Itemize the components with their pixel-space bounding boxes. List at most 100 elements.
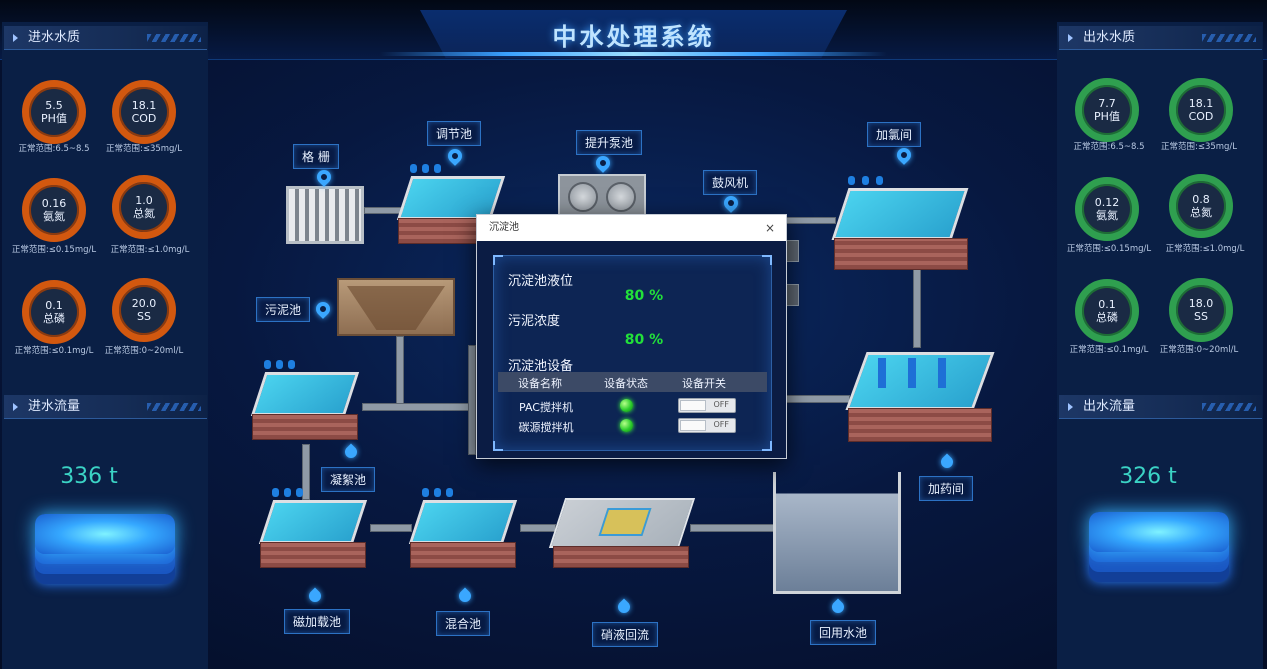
- column-header: 设备状态: [604, 377, 648, 390]
- section-title-text: 进水水质: [28, 30, 81, 45]
- gauge-note: 正常范围:≤1.0mg/L: [1165, 244, 1245, 254]
- gauge-label: SS: [137, 310, 151, 323]
- title-plate: [420, 10, 847, 58]
- pipe: [468, 345, 476, 455]
- pipe: [362, 403, 478, 411]
- water-drop-icon: [306, 587, 324, 605]
- section-title-text: 出水流量: [1083, 399, 1136, 414]
- gauge-value: 18.0: [1188, 297, 1214, 310]
- location-pin-icon: [894, 145, 914, 165]
- sludge-tank[interactable]: [337, 278, 455, 336]
- water-drop-icon: [342, 443, 360, 461]
- pipe: [786, 395, 850, 403]
- equipment-name: 碳源搅拌机: [518, 421, 574, 434]
- gauge-outlet-cod: 18.1 COD: [1169, 78, 1233, 142]
- gauge-value: 1.0: [135, 194, 153, 207]
- gauge-inlet-ammonia: 0.16 氨氮: [22, 178, 86, 242]
- corner-decoration: [493, 255, 503, 265]
- gauge-outlet-total-nitrogen: 0.8 总氮: [1169, 174, 1233, 238]
- close-icon[interactable]: ×: [764, 221, 776, 235]
- gauge-label: PH值: [1094, 110, 1120, 123]
- flocculation-tank[interactable]: [250, 360, 360, 444]
- label-lift-pump[interactable]: 提升泵池: [576, 130, 643, 155]
- stripe-decoration: [1202, 403, 1256, 411]
- label-blower[interactable]: 鼓风机: [703, 170, 758, 195]
- sludge-concentration-label: 污泥浓度: [508, 314, 561, 329]
- dialog-body: 沉淀池液位 80 % 污泥浓度 80 % 沉淀池设备 设备名称 设备状态 设备开…: [493, 255, 772, 451]
- table-row: PAC搅拌机 OFF: [498, 396, 767, 416]
- pipe: [780, 217, 836, 224]
- label-nitrate-reflux[interactable]: 硝液回流: [592, 622, 659, 647]
- outlet-quality-title: 出水水质: [1059, 26, 1262, 50]
- triangle-icon: [13, 34, 18, 42]
- label-mixing-tank[interactable]: 混合池: [436, 611, 491, 636]
- label-grille[interactable]: 格 栅: [293, 144, 339, 169]
- gauge-inlet-total-nitrogen: 1.0 总氮: [112, 175, 176, 239]
- water-drop-icon: [829, 598, 847, 616]
- chlorination-tank[interactable]: [831, 176, 970, 272]
- left-panel: 进水水质 5.5 PH值 正常范围:6.5~8.5 18.1 COD 正常范围:…: [2, 22, 208, 669]
- location-pin-icon: [721, 193, 741, 213]
- gauge-outlet-ph: 7.7 PH值: [1075, 78, 1139, 142]
- label-regulating-tank[interactable]: 调节池: [427, 121, 482, 146]
- pipe: [396, 336, 404, 404]
- gauge-label: COD: [1188, 110, 1214, 123]
- status-led-icon: [620, 399, 633, 412]
- gauge-outlet-ammonia: 0.12 氨氮: [1075, 177, 1139, 241]
- gauge-value: 0.8: [1192, 193, 1210, 206]
- gauge-label: 总磷: [43, 312, 65, 325]
- corner-decoration: [493, 441, 503, 451]
- gauge-note: 正常范围:≤0.15mg/L: [1066, 244, 1152, 254]
- page-title: 中水处理系统: [552, 23, 715, 51]
- gauge-value: 0.1: [45, 299, 63, 312]
- gauge-value: 0.16: [41, 197, 67, 210]
- gauge-value: 18.1: [131, 99, 157, 112]
- gauge-note: 正常范围:6.5~8.5: [18, 144, 90, 154]
- inlet-quality-title: 进水水质: [4, 26, 207, 50]
- pipe: [520, 524, 556, 532]
- gauge-note: 正常范围:≤0.15mg/L: [11, 245, 97, 255]
- gauge-note: 正常范围:≤0.1mg/L: [1069, 345, 1149, 355]
- right-panel: 出水水质 7.7 PH值 正常范围:6.5~8.5 18.1 COD 正常范围:…: [1057, 22, 1263, 669]
- equipment-toggle[interactable]: OFF: [678, 398, 736, 413]
- label-dosing-room[interactable]: 加药间: [919, 476, 974, 501]
- gauge-label: COD: [131, 112, 157, 125]
- column-header: 设备名称: [518, 377, 562, 390]
- label-chlorination[interactable]: 加氯间: [867, 122, 922, 147]
- triangle-icon: [13, 403, 18, 411]
- gauge-note: 正常范围:≤1.0mg/L: [110, 245, 190, 255]
- nitrate-reflux-unit[interactable]: [548, 490, 696, 570]
- reuse-water-tank[interactable]: [773, 472, 901, 594]
- gauge-note: 正常范围:≤35mg/L: [105, 144, 183, 154]
- pipe: [302, 444, 310, 500]
- magnetic-loading-tank[interactable]: [258, 488, 368, 572]
- label-flocculation[interactable]: 凝絮池: [321, 467, 376, 492]
- label-sludge-tank[interactable]: 污泥池: [256, 297, 311, 322]
- column-header: 设备开关: [682, 377, 726, 390]
- equipment-toggle[interactable]: OFF: [678, 418, 736, 433]
- inlet-flow-title: 进水流量: [4, 395, 207, 419]
- grille-unit[interactable]: [286, 186, 364, 244]
- sedimentation-dialog: 沉淀池 × 沉淀池液位 80 % 污泥浓度 80 % 沉淀池设备 设备名称 设备…: [476, 214, 787, 459]
- label-reuse-tank[interactable]: 回用水池: [810, 620, 877, 645]
- location-pin-icon: [445, 146, 465, 166]
- corner-decoration: [762, 255, 772, 265]
- table-row: 碳源搅拌机 OFF: [498, 416, 767, 436]
- section-title-text: 出水水质: [1083, 30, 1136, 45]
- pipe: [370, 524, 412, 532]
- label-magnetic-tank[interactable]: 磁加载池: [284, 609, 351, 634]
- water-drop-icon: [456, 587, 474, 605]
- dosing-room-unit[interactable]: [845, 338, 995, 444]
- toggle-knob: [680, 420, 706, 431]
- gauge-label: SS: [1194, 310, 1208, 323]
- water-drop-icon: [615, 598, 633, 616]
- gauge-note: 正常范围:≤35mg/L: [1160, 142, 1238, 152]
- blower-unit[interactable]: [785, 240, 799, 310]
- gauge-label: 总磷: [1096, 311, 1118, 324]
- toggle-state: OFF: [713, 420, 730, 429]
- gauge-label: PH值: [41, 112, 67, 125]
- water-drop-icon: [938, 453, 956, 471]
- mixing-tank[interactable]: [408, 488, 518, 572]
- lift-pump-unit[interactable]: [558, 174, 646, 220]
